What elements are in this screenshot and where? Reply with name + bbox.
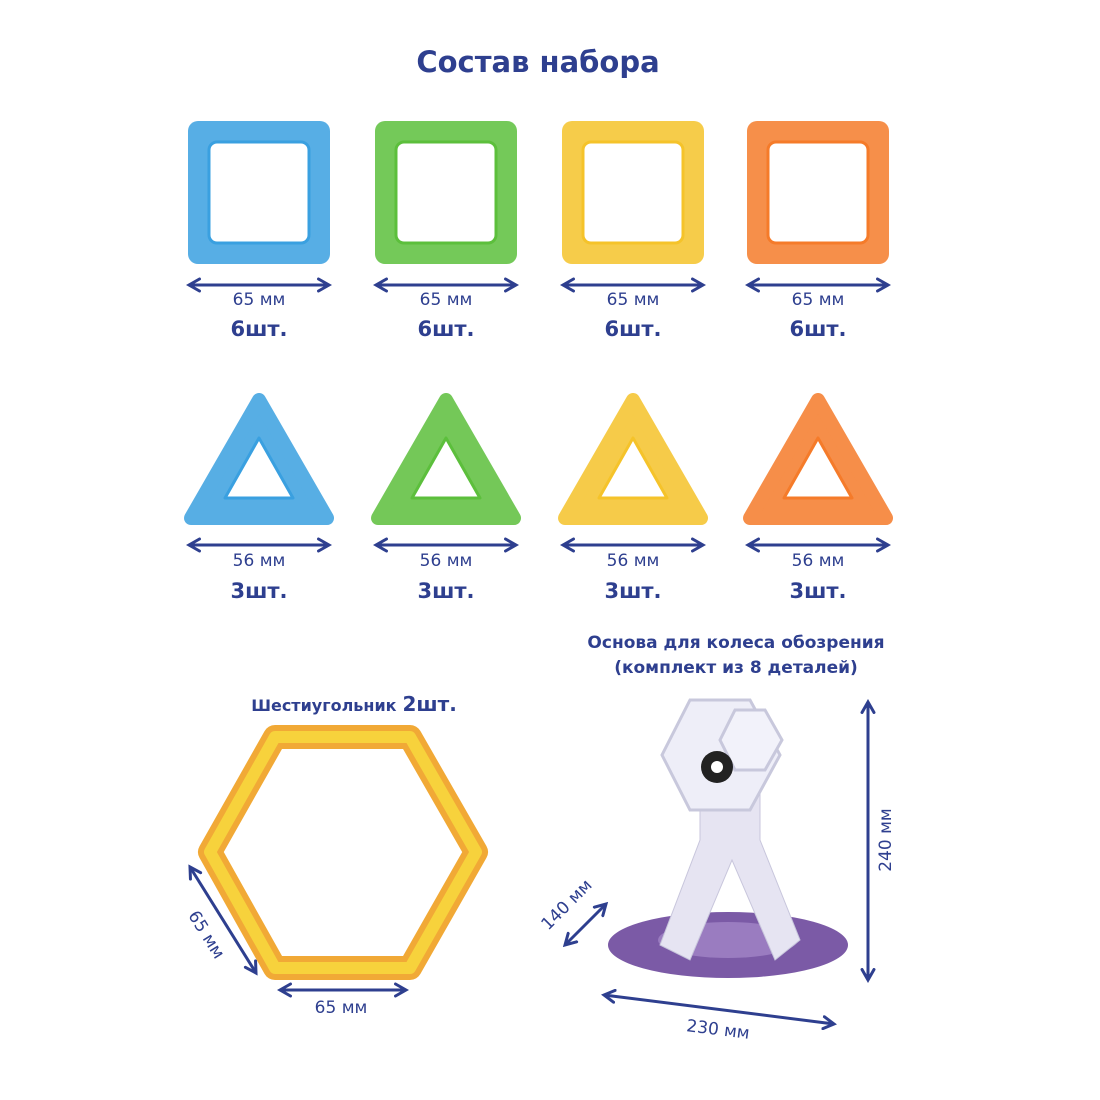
square-count: 6шт. [604,317,662,341]
square-piece-blue [188,121,330,264]
square-count: 6шт. [230,317,288,341]
depth-arrow [562,901,609,948]
ferris-base-subtitle: (комплект из 8 деталей) [614,658,858,678]
triangle-piece-blue [184,393,334,525]
hex-side-arrow [188,864,258,976]
square-size: 65 мм [606,290,660,310]
square-size: 65 мм [232,290,286,310]
square-count: 6шт. [417,317,475,341]
square-count: 6шт. [789,317,847,341]
square-piece-yellow [562,121,704,264]
triangle-piece-yellow [558,393,708,525]
triangle-size: 56 мм [419,551,473,571]
square-size: 65 мм [791,290,845,310]
width-arrow [601,988,837,1031]
triangle-count: 3шт. [789,579,847,603]
hexagon-piece [198,725,488,980]
triangle-size: 56 мм [791,551,845,571]
triangle-count: 3шт. [230,579,288,603]
height-size: 240 мм [876,808,896,872]
page-title: Состав набора [416,45,660,79]
hexagon-caption: Шестиугольник 2шт. [251,692,457,716]
triangle-count: 3шт. [604,579,662,603]
triangle-size: 56 мм [606,551,660,571]
triangle-count: 3шт. [417,579,475,603]
hex-bottom-size: 65 мм [314,998,368,1018]
triangle-piece-green [371,393,521,525]
ferris-wheel-base-image [608,698,848,978]
square-size: 65 мм [419,290,473,310]
triangle-piece-orange [743,393,893,525]
triangle-size: 56 мм [232,551,286,571]
ferris-base-title: Основа для колеса обозрения [587,633,885,653]
square-piece-green [375,121,517,264]
square-piece-orange [747,121,889,264]
